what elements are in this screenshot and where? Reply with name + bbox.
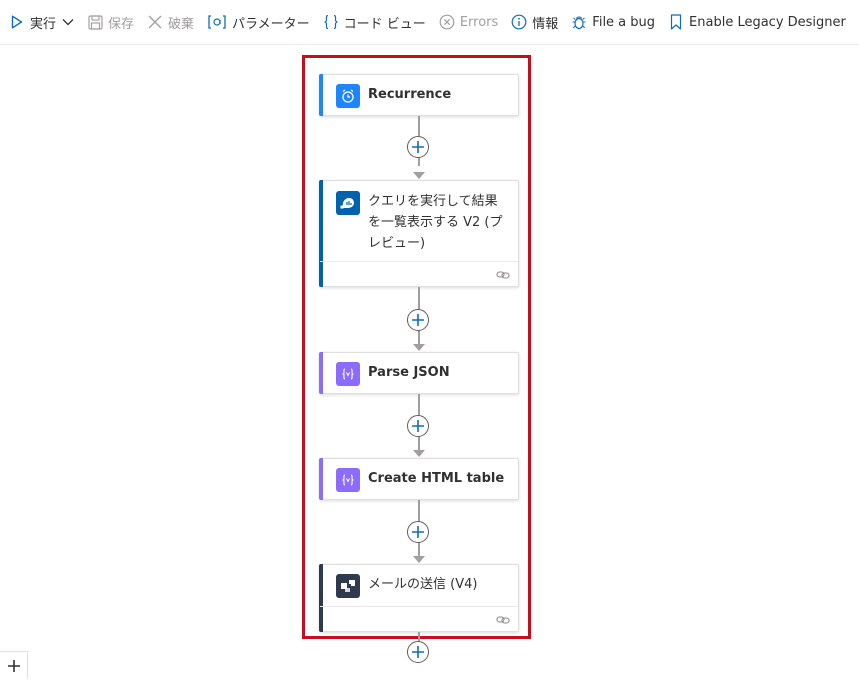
plus-icon	[412, 420, 424, 432]
connector-line	[418, 632, 420, 642]
parameters-label: パラメーター	[232, 16, 310, 32]
connector-arrow	[413, 172, 425, 179]
discard-label: 破棄	[168, 16, 195, 32]
sendgrid-icon	[336, 574, 360, 598]
bookmark-icon	[667, 13, 685, 31]
step-card-run-query[interactable]: クエリを実行して結果を一覧表示する V2 (プレビュー)	[319, 180, 519, 287]
file-bug-label: File a bug	[592, 14, 656, 30]
code-view-button[interactable]: コード ビュー	[316, 0, 432, 44]
connector-arrow	[413, 450, 425, 457]
connector-arrow	[413, 344, 425, 351]
data-operations-icon	[336, 468, 360, 492]
errors-label: Errors	[459, 14, 499, 30]
code-view-label: コード ビュー	[343, 16, 426, 32]
save-label: 保存	[108, 16, 135, 32]
step-card-parse-json[interactable]: Parse JSON	[319, 352, 519, 394]
step-card-create-html-table[interactable]: Create HTML table	[319, 458, 519, 500]
plus-icon	[7, 659, 20, 672]
info-label: 情報	[532, 16, 559, 32]
plus-icon	[412, 646, 424, 658]
step-title: Create HTML table	[368, 471, 505, 486]
run-label: 実行	[30, 16, 57, 32]
card-accent-bar	[319, 458, 323, 500]
insert-step-button[interactable]	[407, 136, 429, 158]
step-title: クエリを実行して結果を一覧表示する V2 (プレビュー)	[368, 194, 503, 251]
close-icon	[146, 13, 164, 31]
chevron-down-icon[interactable]	[62, 18, 74, 26]
connection-link-icon[interactable]	[496, 265, 510, 284]
card-accent-bar	[319, 180, 323, 287]
play-icon	[8, 13, 26, 31]
parameters-button[interactable]: パラメーター	[200, 0, 316, 44]
step-title: Recurrence	[368, 87, 452, 102]
run-button[interactable]: 実行	[0, 0, 80, 44]
card-footer	[320, 606, 518, 631]
braces-icon	[322, 13, 340, 31]
insert-step-button[interactable]	[407, 641, 429, 663]
enable-legacy-designer-button[interactable]: Enable Legacy Designer	[661, 0, 852, 44]
azure-data-explorer-icon	[336, 191, 360, 215]
designer-toolbar: 実行 保存 破棄 パラメーター コード ビュー Errors	[0, 0, 859, 45]
errors-button[interactable]: Errors	[432, 0, 504, 44]
plus-icon	[412, 314, 424, 326]
plus-icon	[412, 526, 424, 538]
selection-highlight-box	[302, 55, 531, 639]
insert-step-button[interactable]	[407, 521, 429, 543]
discard-button[interactable]: 破棄	[140, 0, 200, 44]
enable-legacy-label: Enable Legacy Designer	[689, 14, 846, 30]
clock-icon	[336, 84, 360, 108]
save-icon	[86, 13, 104, 31]
card-accent-bar	[319, 352, 323, 394]
step-card-recurrence[interactable]: Recurrence	[319, 74, 519, 116]
error-circle-icon	[438, 13, 456, 31]
step-title: メールの送信 (V4)	[368, 577, 478, 592]
card-footer	[320, 261, 518, 286]
file-bug-button[interactable]: File a bug	[564, 0, 661, 44]
save-button[interactable]: 保存	[80, 0, 140, 44]
data-operations-icon	[336, 362, 360, 386]
info-icon	[510, 13, 528, 31]
step-card-send-email[interactable]: メールの送信 (V4)	[319, 564, 519, 632]
connection-link-icon[interactable]	[496, 610, 510, 629]
insert-step-button[interactable]	[407, 415, 429, 437]
parameters-icon	[206, 13, 228, 31]
step-title: Parse JSON	[368, 365, 450, 380]
card-accent-bar	[319, 74, 323, 116]
card-accent-bar	[319, 564, 323, 632]
zoom-in-button[interactable]	[0, 651, 28, 679]
insert-step-button[interactable]	[407, 309, 429, 331]
info-button[interactable]: 情報	[504, 0, 564, 44]
plus-icon	[412, 141, 424, 153]
bug-icon	[570, 13, 588, 31]
connector-arrow	[413, 556, 425, 563]
